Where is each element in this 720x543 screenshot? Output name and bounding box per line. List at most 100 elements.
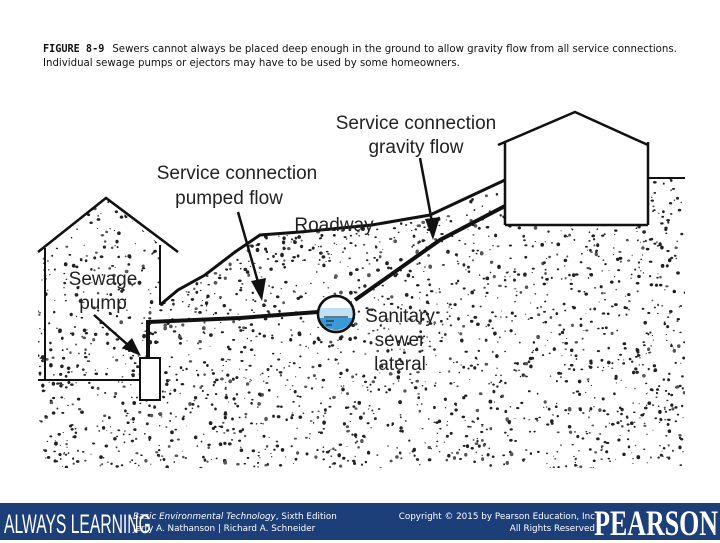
soil-dot xyxy=(236,404,240,408)
soil-dot xyxy=(421,337,424,340)
soil-dot xyxy=(169,412,172,415)
soil-dot xyxy=(558,323,562,327)
soil-dot xyxy=(620,412,623,416)
soil-dot xyxy=(161,390,164,393)
soil-dot xyxy=(78,352,80,355)
soil-dot xyxy=(99,455,103,459)
soil-dot xyxy=(243,434,247,438)
soil-dot xyxy=(475,408,480,413)
soil-dot xyxy=(585,430,588,433)
soil-dot xyxy=(171,298,175,302)
soil-dot xyxy=(328,405,332,408)
soil-dot xyxy=(51,254,54,257)
soil-dot xyxy=(121,401,125,405)
soil-dot xyxy=(635,281,640,285)
soil-dot xyxy=(79,198,82,202)
soil-dot xyxy=(244,326,248,330)
soil-dot xyxy=(351,323,355,328)
soil-dot xyxy=(63,452,65,455)
soil-dot xyxy=(568,233,572,237)
soil-dot xyxy=(646,392,649,394)
soil-dot xyxy=(214,378,219,382)
soil-dot xyxy=(51,411,56,415)
soil-dot xyxy=(552,347,556,351)
soil-dot xyxy=(404,279,407,282)
soil-dot xyxy=(192,385,196,388)
soil-dot xyxy=(133,428,137,431)
soil-dot xyxy=(619,434,621,436)
soil-dot xyxy=(499,395,503,398)
soil-dot xyxy=(581,217,586,220)
soil-dot xyxy=(277,323,280,326)
soil-dot xyxy=(373,376,377,379)
soil-dot xyxy=(593,287,597,289)
soil-dot xyxy=(431,175,435,178)
soil-dot xyxy=(141,267,146,270)
soil-dot xyxy=(599,285,603,289)
soil-dot xyxy=(396,375,401,380)
soil-dot xyxy=(251,329,255,333)
soil-dot xyxy=(77,449,79,452)
soil-dot xyxy=(646,433,648,436)
soil-dot xyxy=(251,398,254,401)
soil-dot xyxy=(60,364,64,369)
soil-dot xyxy=(498,284,502,288)
soil-dot xyxy=(523,239,526,242)
soil-dot xyxy=(633,421,636,423)
soil-dot xyxy=(70,371,73,373)
soil-dot xyxy=(206,460,209,463)
soil-dot xyxy=(589,248,592,252)
soil-dot xyxy=(653,191,657,194)
soil-dot xyxy=(459,457,462,461)
soil-dot xyxy=(228,347,232,351)
soil-dot xyxy=(473,366,477,370)
soil-dot xyxy=(612,254,615,256)
soil-dot xyxy=(458,448,461,451)
soil-dot xyxy=(264,247,268,251)
soil-dot xyxy=(590,385,593,387)
soil-dot xyxy=(143,249,146,252)
soil-dot xyxy=(44,415,48,418)
soil-dot xyxy=(316,415,320,419)
soil-dot xyxy=(141,322,143,325)
soil-dot xyxy=(169,439,174,442)
soil-dot xyxy=(411,229,413,232)
soil-dot xyxy=(444,407,447,409)
soil-dot xyxy=(605,450,609,454)
soil-dot xyxy=(108,267,112,270)
soil-dot xyxy=(686,463,687,464)
soil-dot xyxy=(325,260,327,262)
soil-dot xyxy=(585,313,587,315)
soil-dot xyxy=(570,287,573,290)
soil-dot xyxy=(586,249,589,251)
soil-dot xyxy=(435,421,439,424)
soil-dot xyxy=(660,245,664,250)
soil-dot xyxy=(122,354,124,356)
soil-dot xyxy=(542,188,547,193)
soil-dot xyxy=(586,206,590,211)
soil-dot xyxy=(186,340,188,342)
soil-dot xyxy=(59,383,63,388)
soil-dot xyxy=(404,292,409,297)
soil-dot xyxy=(262,334,266,338)
soil-dot xyxy=(573,455,575,458)
soil-dot xyxy=(368,405,371,407)
soil-dot xyxy=(112,356,114,358)
soil-dot xyxy=(200,384,204,388)
soil-dot xyxy=(110,432,113,434)
soil-dot xyxy=(614,303,618,307)
soil-dot xyxy=(641,307,645,310)
soil-dot xyxy=(181,450,183,452)
soil-dot xyxy=(469,319,474,323)
soil-dot xyxy=(150,219,153,221)
soil-dot xyxy=(562,342,564,344)
soil-dot xyxy=(247,211,252,215)
soil-dot xyxy=(588,431,591,434)
soil-dot xyxy=(476,417,480,420)
soil-dot xyxy=(155,340,159,344)
soil-dot xyxy=(509,438,513,442)
soil-dot xyxy=(45,278,48,280)
soil-dot xyxy=(251,291,255,295)
soil-dot xyxy=(676,320,679,322)
soil-dot xyxy=(645,392,648,395)
